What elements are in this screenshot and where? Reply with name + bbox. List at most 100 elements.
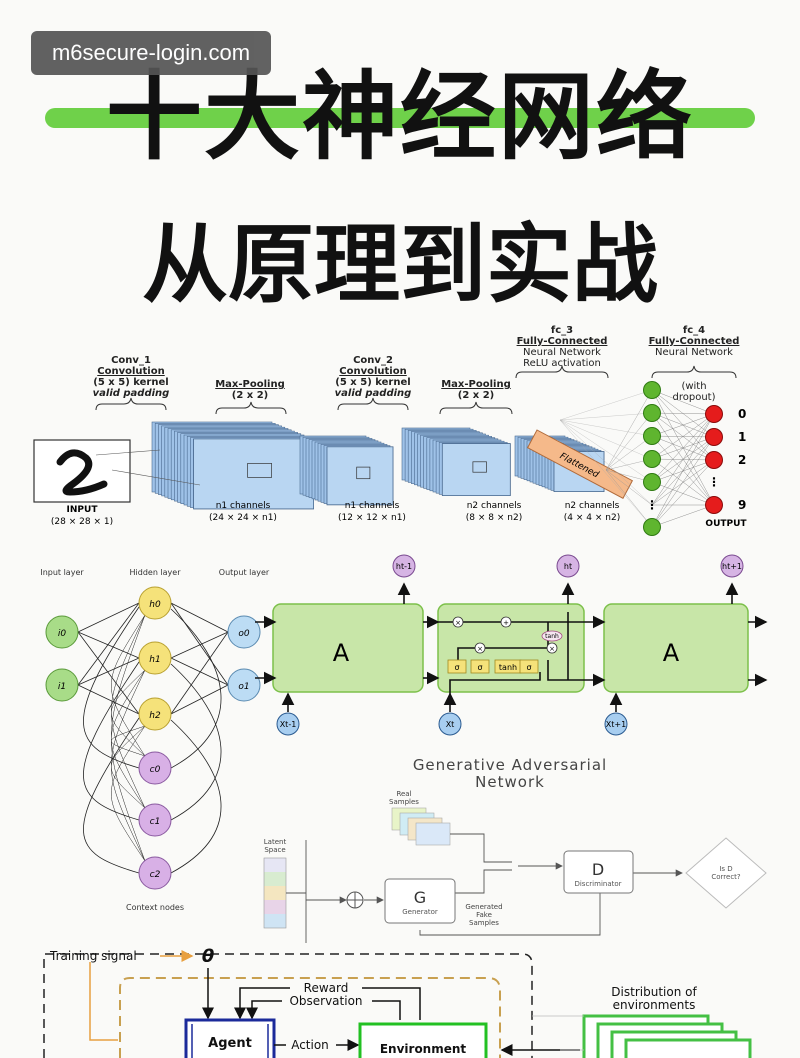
lstm-gate-label: σ [454, 663, 459, 672]
lstm-gate-label: tanh [499, 663, 517, 672]
lstm-x-node [276, 712, 300, 736]
pool2-size: (2 x 2) [458, 390, 494, 401]
input-dims: (28 × 28 × 1) [51, 517, 113, 527]
cnn-diagram: Conv_1 Convolution (5 x 5) kernel valid … [33, 325, 747, 536]
lstm-op-icon [546, 642, 558, 654]
stage1-label: n1 channels [216, 501, 271, 511]
lstm-x-label: Xt+1 [606, 720, 626, 729]
lstm-cell-right-label: A [663, 639, 680, 667]
conv1-name: Conv_1 [111, 355, 151, 366]
fc3-l2: ReLU activation [523, 358, 601, 369]
brace-conv1 [95, 397, 167, 411]
stage4-label: n2 channels [565, 501, 620, 511]
context-node-label: c0 [150, 765, 161, 775]
distribution-label-1: Distribution of [611, 985, 697, 999]
lstm-op-label: × [549, 645, 555, 653]
inner-dashed-frame [119, 977, 501, 1058]
fc3-node [643, 381, 661, 399]
pool2-name: Max-Pooling [441, 379, 511, 390]
outer-dashed-frame [43, 953, 533, 1058]
conv2-stack [401, 427, 511, 497]
pool1-name: Max-Pooling [215, 379, 285, 390]
hidden-layer-label: Hidden layer [130, 568, 182, 577]
lstm-h-node [392, 554, 416, 578]
decision-diamond [685, 837, 767, 909]
lstm-x-node [438, 712, 462, 736]
conv2-pad: valid padding [335, 388, 412, 399]
observation-label: Observation [289, 994, 362, 1008]
context-node-label: c2 [150, 870, 161, 880]
watermark-badge: m6secure-login.com [31, 31, 271, 75]
lstm-op-icon [474, 642, 486, 654]
context-node [138, 751, 172, 785]
pool1-stack [299, 435, 394, 506]
conv2-kernel: (5 x 5) kernel [335, 377, 410, 388]
digit-2-icon [56, 449, 108, 496]
fc-network: ⋮⋮ [559, 381, 723, 536]
fc3-name: fc_3 [551, 325, 573, 336]
brace-fc3 [515, 365, 609, 379]
hidden-node-label: h1 [149, 655, 160, 665]
fake-label-3: Samples [469, 919, 499, 927]
lstm-h-node [720, 554, 744, 578]
fc4-l1: Neural Network [655, 347, 733, 358]
output-layer-label: Output layer [219, 568, 270, 577]
output-node-label: o1 [238, 682, 249, 692]
output-node [227, 668, 261, 702]
input-node-label: i1 [58, 682, 66, 692]
input-layer-label: Input layer [40, 568, 84, 577]
stage4-dims: (4 × 4 × n2) [564, 513, 620, 523]
fc4-name: fc_4 [683, 325, 705, 336]
hidden-node [138, 697, 172, 731]
pool1-size: (2 x 2) [232, 390, 268, 401]
output-label: OUTPUT [705, 519, 747, 529]
output-node-label: o0 [238, 629, 250, 639]
environment-stack [582, 1014, 752, 1058]
stage2-dims: (12 × 12 × n1) [338, 513, 406, 523]
lstm-tanh-op [541, 630, 563, 642]
fc4-sub: Fully-Connected [649, 336, 740, 347]
output-node [705, 451, 723, 469]
discriminator-letter: D [592, 860, 604, 879]
conv1-pad: valid padding [93, 388, 170, 399]
subtitle: 从原理到实战 [142, 215, 658, 315]
gan-title-1: Generative Adversarial [413, 756, 607, 774]
agent-box [184, 1018, 276, 1058]
brace-fc4 [651, 365, 737, 379]
action-label: Action [291, 1038, 329, 1052]
fc-ellipsis: ⋮ [646, 498, 658, 512]
output-node [705, 405, 723, 423]
fc3-node [643, 450, 661, 468]
output-0: 0 [738, 407, 746, 421]
training-signal-label: Training signal [49, 949, 137, 963]
theta-symbol: θ [202, 946, 214, 967]
stage3-dims: (8 × 8 × n2) [466, 513, 522, 523]
question-1: Is D [719, 865, 732, 873]
brace-conv2 [337, 397, 409, 411]
brace-pool2 [439, 401, 513, 415]
fc3-node [643, 518, 661, 536]
conv1-sub: Convolution [97, 366, 164, 377]
lstm-gate-label: σ [477, 663, 482, 672]
reward-label: Reward [304, 981, 349, 995]
output-node [227, 615, 261, 649]
main-title: 十大神经网络 [106, 61, 694, 173]
conv1-stack [151, 421, 315, 510]
lstm-h-node [556, 554, 580, 578]
gan-title-2: Network [475, 773, 545, 791]
input-node-label: i0 [58, 629, 67, 639]
lstm-x-label: Xt [446, 720, 455, 729]
input-node [45, 668, 79, 702]
context-nodes-label: Context nodes [126, 903, 184, 912]
lstm-op-icon [500, 616, 512, 628]
lstm-gate [447, 659, 467, 674]
fc4-dropout2: dropout) [673, 392, 716, 403]
stage1-dims: (24 × 24 × n1) [209, 513, 277, 523]
fake-label-2: Fake [476, 911, 492, 919]
output-1: 1 [738, 430, 746, 444]
brace-pool1 [215, 401, 287, 415]
lstm-op-label: × [455, 619, 461, 627]
lstm-cell-right [603, 603, 749, 693]
